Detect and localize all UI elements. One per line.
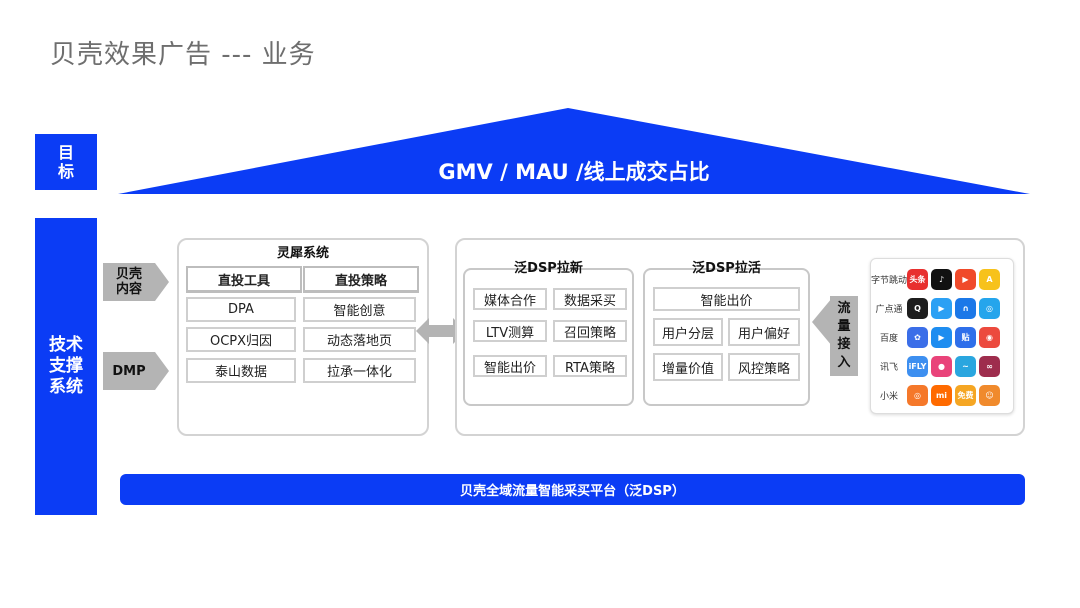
mi-browser-app-icon: ◎ — [907, 384, 928, 406]
dsp-acquisition-item: 召回策略 — [553, 320, 627, 342]
media-name: 讯飞 — [879, 362, 898, 373]
douyin-app-icon: ♪ — [931, 268, 952, 290]
lingxi-col1-item: OCPX归因 — [186, 327, 296, 352]
dsp-activation-top-item: 智能出价 — [653, 287, 800, 311]
goal-side-label: 目 标 — [35, 134, 97, 190]
media-partners-card: 字节跳动 头条 ♪ ▶ A 广点通 Q ▶ ∩ ◎ 百度 ✿ ▶ 贴 ◉ 讯飞 … — [870, 258, 1014, 414]
media-row: 讯飞 iFLY ● ~ ∞ — [871, 354, 1015, 378]
page-title: 贝壳效果广告 --- 业务 — [50, 40, 316, 70]
lingxi-col2-header: 直投策略 — [303, 266, 419, 293]
lingxi-col1-header: 直投工具 — [186, 266, 302, 293]
haokan-app-icon: ▶ — [931, 326, 952, 348]
lingxi-col2-item: 动态落地页 — [303, 327, 416, 352]
mi-assistant-app-icon: ☺ — [979, 384, 1000, 406]
tieba-app-icon: 贴 — [955, 326, 976, 348]
tech-support-side-label: 技术 支撑 系统 — [35, 218, 97, 515]
input-label-dmp: DMP — [103, 352, 155, 390]
qzone-app-icon: ∩ — [955, 297, 976, 319]
baidu-app-icon: ✿ — [907, 326, 928, 348]
fanqie-app-icon: A — [979, 268, 1000, 290]
traffic-access-label: 流 量 接 入 — [830, 296, 858, 376]
dsp-activation-item: 风控策略 — [728, 353, 800, 381]
dsp-acquisition-title: 泛DSP拉新 — [514, 261, 583, 276]
dsp-activation-title: 泛DSP拉活 — [692, 261, 761, 276]
input-arrow-beike-content — [155, 263, 169, 301]
dsp-acquisition-item: LTV测算 — [473, 320, 547, 342]
media-name: 小米 — [879, 391, 898, 402]
lingxi-col2-item: 拉承一体化 — [303, 358, 416, 383]
media-name: 百度 — [879, 333, 898, 344]
xunfei-voice-app-icon: ● — [931, 355, 952, 377]
platform-bar: 贝壳全域流量智能采买平台（泛DSP） — [120, 474, 1025, 505]
dsp-acquisition-item: RTA策略 — [553, 355, 627, 377]
dsp-acquisition-item: 媒体合作 — [473, 288, 547, 310]
qq-app-icon: Q — [907, 297, 928, 319]
double-arrow-connector — [416, 318, 466, 344]
toutiao-app-icon: 头条 — [907, 268, 928, 290]
voice-assistant-app-icon: ~ — [955, 355, 976, 377]
input-label-beike-content: 贝壳 内容 — [103, 263, 155, 301]
lingxi-col1-item: 泰山数据 — [186, 358, 296, 383]
iflytek-app-icon: iFLY — [907, 355, 928, 377]
dsp-activation-item: 用户偏好 — [728, 318, 800, 346]
media-row: 广点通 Q ▶ ∩ ◎ — [871, 296, 1015, 320]
goal-metrics-text: GMV / MAU /线上成交占比 — [438, 160, 710, 184]
lingxi-system-title: 灵犀系统 — [276, 246, 329, 261]
media-row: 百度 ✿ ▶ 贴 ◉ — [871, 325, 1015, 349]
media-name: 广点通 — [875, 304, 903, 315]
baidu-map-app-icon: ◉ — [979, 326, 1000, 348]
lingxi-col2-item: 智能创意 — [303, 297, 416, 322]
tencent-video-app-icon: ▶ — [931, 297, 952, 319]
xunfei-music-app-icon: ∞ — [979, 355, 1000, 377]
youlianghui-app-icon: ◎ — [979, 297, 1000, 319]
goal-roof-triangle — [118, 108, 1030, 194]
lingxi-col1-item: DPA — [186, 297, 296, 322]
media-row: 小米 ◎ mi 免费 ☺ — [871, 383, 1015, 407]
mi-app-icon: mi — [931, 384, 952, 406]
dsp-acquisition-item: 智能出价 — [473, 355, 547, 377]
dsp-activation-item: 增量价值 — [653, 353, 723, 381]
xigua-app-icon: ▶ — [955, 268, 976, 290]
media-name: 字节跳动 — [871, 275, 908, 286]
free-novel-app-icon: 免费 — [955, 384, 976, 406]
media-row: 字节跳动 头条 ♪ ▶ A — [871, 267, 1015, 291]
dsp-activation-item: 用户分层 — [653, 318, 723, 346]
traffic-arrow-tip — [812, 298, 832, 346]
input-arrow-dmp — [155, 352, 169, 390]
dsp-acquisition-item: 数据采买 — [553, 288, 627, 310]
